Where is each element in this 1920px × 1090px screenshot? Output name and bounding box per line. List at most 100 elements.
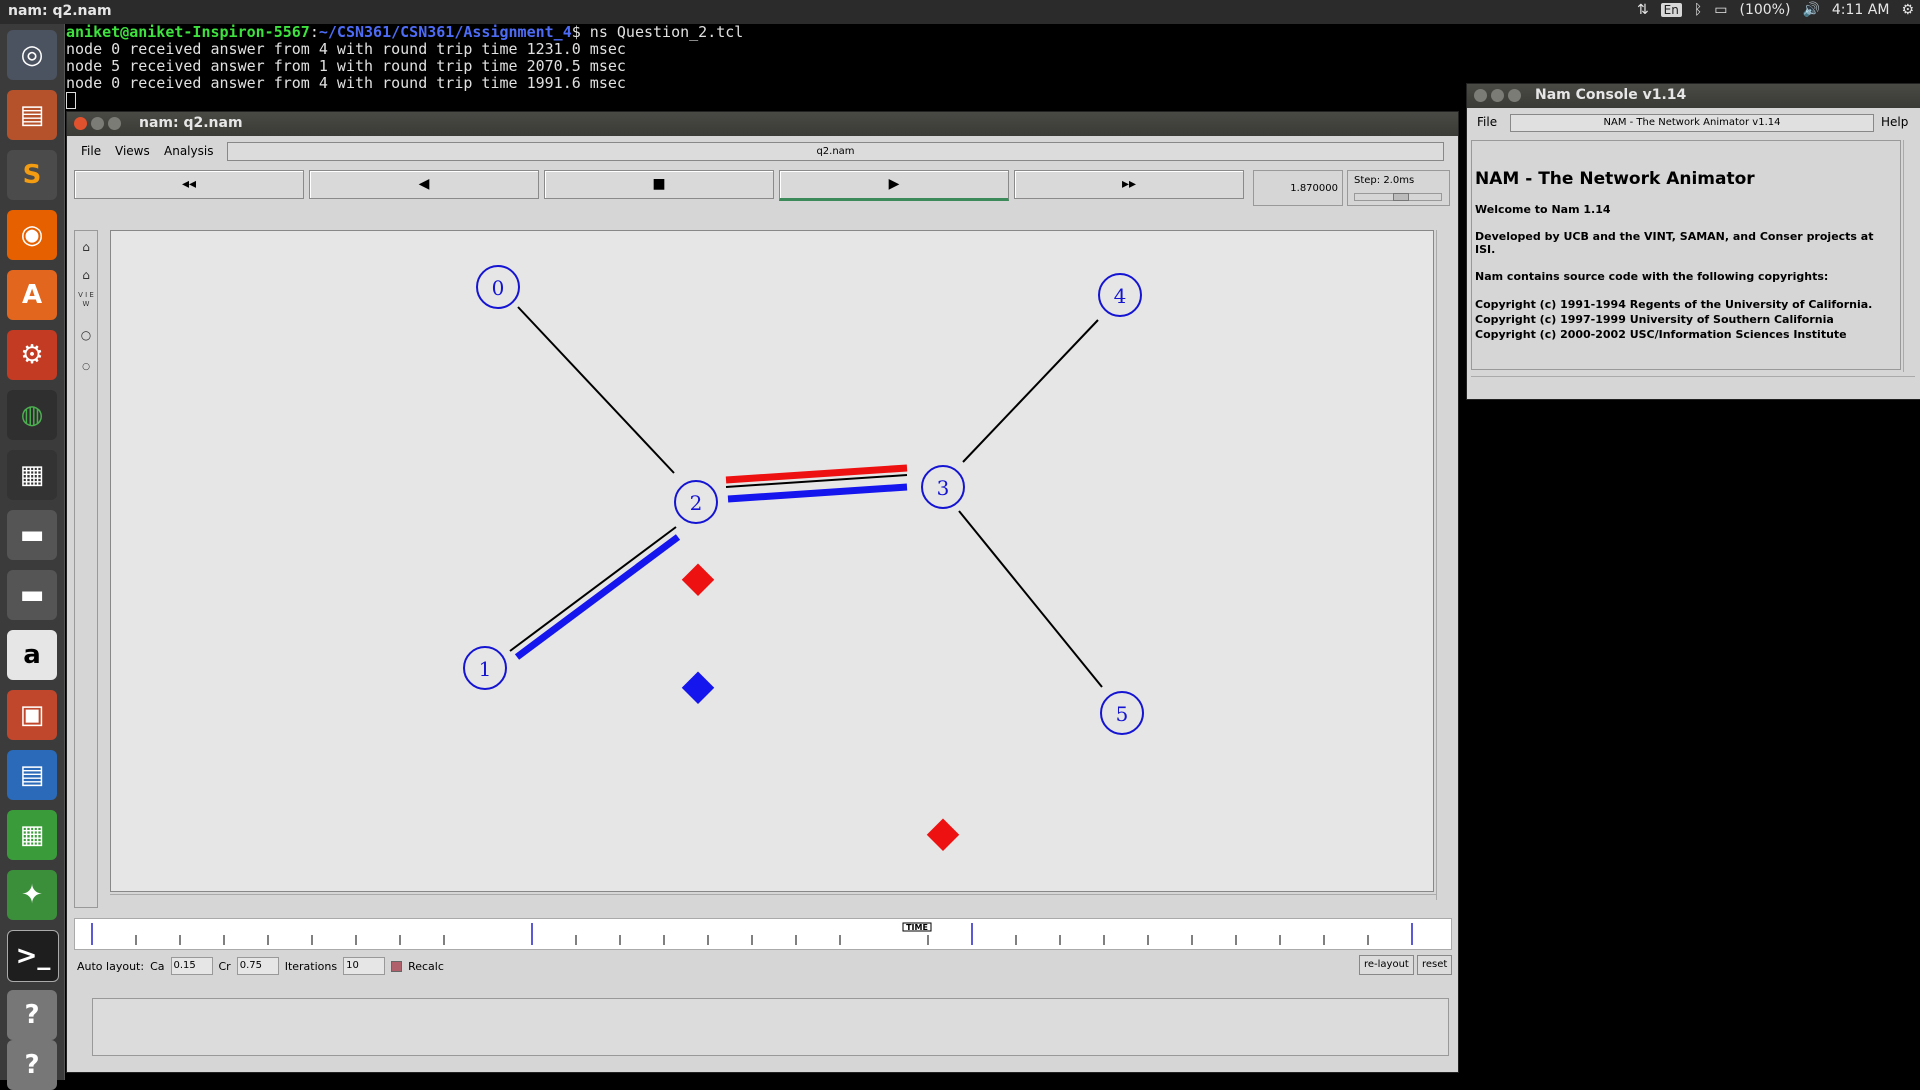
node-label: 3 — [937, 476, 950, 500]
node-label: 1 — [479, 657, 492, 681]
ca-input[interactable]: 0.15 — [170, 957, 213, 975]
maximize-icon[interactable] — [1508, 89, 1521, 102]
calc-icon[interactable]: ▦ — [7, 810, 57, 860]
maximize-icon[interactable] — [108, 117, 121, 130]
step-slider[interactable] — [1354, 193, 1442, 201]
help-icon-2[interactable]: ? — [7, 1040, 57, 1090]
timeline-ticks: TIME — [91, 922, 1413, 945]
console-developed: Developed by UCB and the VINT, SAMAN, an… — [1475, 230, 1874, 256]
terminal-line: node 0 received answer from 4 with round… — [66, 74, 626, 92]
console-title-field: NAM - The Network Animator v1.14 — [1510, 114, 1874, 132]
console-copyright-3: Copyright (c) 2000-2002 USC/Information … — [1475, 328, 1847, 341]
drive-icon-2[interactable]: ▬ — [7, 570, 57, 620]
node-label: 4 — [1114, 284, 1127, 308]
nam-console-window: Nam Console v1.14 File NAM - The Network… — [1466, 83, 1920, 400]
filename-display: q2.nam — [227, 142, 1444, 161]
zoom-out-icon[interactable]: ⌂ — [82, 268, 90, 282]
close-icon[interactable] — [1474, 89, 1487, 102]
step-control: Step: 2.0ms — [1347, 170, 1450, 206]
console-horizontal-scrollbar[interactable] — [1471, 376, 1915, 389]
recalc-label: Recalc — [408, 959, 444, 973]
sublime-text-icon[interactable]: S — [7, 150, 57, 200]
console-copyright-2: Copyright (c) 1997-1999 University of So… — [1475, 313, 1834, 326]
volume-icon[interactable]: 🔊 — [1802, 2, 1820, 18]
battery-icon[interactable]: ▭ — [1714, 2, 1728, 18]
menu-analysis[interactable]: Analysis — [164, 144, 214, 158]
battery-level[interactable]: (100%) — [1739, 2, 1791, 18]
node-4[interactable]: 4 — [1098, 273, 1142, 317]
console-vertical-scrollbar[interactable] — [1903, 140, 1916, 372]
reset-button[interactable]: reset — [1417, 955, 1453, 975]
fast-forward-button[interactable]: ▸▸ — [1014, 170, 1244, 199]
minimize-icon[interactable] — [91, 117, 104, 130]
terminal-line: node 5 received answer from 1 with round… — [66, 57, 626, 75]
terminal-icon[interactable]: >_ — [7, 930, 59, 982]
current-time: 1.870000 — [1253, 170, 1343, 206]
chrome-icon[interactable]: ◍ — [7, 390, 57, 440]
terminal-path: ~/CSN361/CSN361/Assignment_4 — [318, 23, 572, 41]
nam-titlebar[interactable]: nam: q2.nam — [67, 112, 1458, 136]
nam-menubar: File Views Analysis q2.nam — [67, 138, 1458, 164]
console-titlebar[interactable]: Nam Console v1.14 — [1467, 84, 1920, 108]
clock[interactable]: 4:11 AM — [1831, 2, 1890, 18]
annotation-list[interactable] — [92, 998, 1449, 1056]
menu-views[interactable]: Views — [115, 144, 150, 158]
terminal-user-host: aniket@aniket-Inspiron-5567 — [66, 23, 310, 41]
android-studio-icon[interactable]: ✦ — [7, 870, 57, 920]
workspace-switcher-icon[interactable]: ▦ — [7, 450, 57, 500]
node-3[interactable]: 3 — [921, 465, 965, 509]
drive-icon[interactable]: ▬ — [7, 510, 57, 560]
console-menu-file[interactable]: File — [1477, 115, 1498, 129]
console-menu-help[interactable]: Help — [1881, 115, 1909, 129]
node-1[interactable]: 1 — [463, 646, 507, 690]
canvas-horizontal-scrollbar[interactable] — [110, 894, 1436, 905]
network-canvas[interactable]: 0 1 2 3 4 5 — [110, 230, 1434, 892]
system-settings-icon[interactable]: ⚙ — [7, 330, 57, 380]
files-icon[interactable]: ▤ — [7, 90, 57, 140]
link-2-3 — [725, 474, 908, 488]
bluetooth-icon[interactable]: ᛒ — [1693, 2, 1703, 18]
play-button[interactable]: ▶ — [779, 170, 1009, 201]
software-center-icon[interactable]: A — [7, 270, 57, 320]
step-slider-thumb[interactable] — [1393, 193, 1409, 201]
zoom-in-icon[interactable]: ⌂ — [82, 240, 90, 254]
help-icon[interactable]: ? — [7, 990, 57, 1040]
amazon-icon[interactable]: a — [7, 630, 57, 680]
menu-file[interactable]: File — [81, 144, 102, 158]
timeline[interactable]: TIME — [74, 918, 1452, 950]
iterations-input[interactable]: 10 — [343, 957, 386, 975]
terminal-cursor[interactable] — [66, 92, 76, 109]
stop-button[interactable]: ■ — [544, 170, 774, 199]
writer-icon[interactable]: ▤ — [7, 750, 57, 800]
network-icon[interactable]: ⇅ — [1636, 2, 1649, 18]
view-label[interactable]: V I E W — [78, 291, 94, 308]
relayout-button[interactable]: re-layout — [1359, 955, 1414, 975]
cr-input[interactable]: 0.75 — [236, 957, 279, 975]
firefox-icon[interactable]: ◉ — [7, 210, 57, 260]
node-5[interactable]: 5 — [1100, 691, 1144, 735]
top-panel: nam: q2.nam ⇅ En ᛒ ▭ (100%) 🔊 4:11 AM ⚙ — [0, 0, 1920, 24]
close-icon[interactable] — [74, 117, 87, 130]
keyboard-indicator[interactable]: En — [1660, 3, 1682, 17]
network-topology: 0 1 2 3 4 5 — [463, 265, 1144, 851]
console-welcome: Welcome to Nam 1.14 — [1475, 203, 1611, 216]
rewind-button[interactable]: ◂◂ — [74, 170, 304, 199]
recalc-checkbox[interactable] — [391, 960, 403, 972]
node-2[interactable]: 2 — [674, 480, 718, 524]
impress-icon[interactable]: ▣ — [7, 690, 57, 740]
canvas-vertical-scrollbar[interactable] — [1436, 230, 1449, 900]
link-3-5 — [958, 510, 1103, 688]
gear-icon[interactable]: ⚙ — [1901, 2, 1914, 18]
timeline-marker[interactable] — [902, 922, 932, 932]
circle-large-icon[interactable]: ○ — [80, 328, 92, 342]
ubuntu-dash-icon[interactable]: ◎ — [7, 30, 57, 80]
console-text-area[interactable]: NAM - The Network Animator Welcome to Na… — [1471, 140, 1901, 370]
link-1-2 — [509, 526, 677, 652]
circle-small-icon[interactable]: ○ — [82, 362, 90, 372]
terminal-output: aniket@aniket-Inspiron-5567:~/CSN361/CSN… — [66, 24, 1466, 124]
node-0[interactable]: 0 — [476, 265, 520, 309]
back-button[interactable]: ◀ — [309, 170, 539, 199]
minimize-icon[interactable] — [1491, 89, 1504, 102]
auto-layout-bar: Auto layout: Ca 0.15 Cr 0.75 Iterations … — [77, 957, 444, 975]
timeline-marker-label: TIME — [906, 923, 928, 932]
